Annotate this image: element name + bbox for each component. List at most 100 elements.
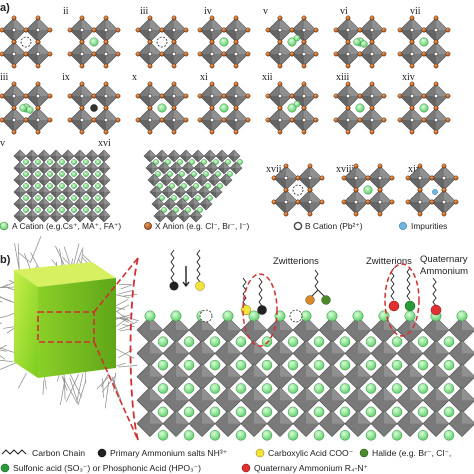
- a-cation: [183, 336, 195, 347]
- unit-cell: [341, 163, 395, 217]
- a-cation: [83, 207, 89, 213]
- octahedron-facet: [224, 120, 236, 132]
- slab-facet: [462, 340, 474, 354]
- ligand-hair: [101, 374, 117, 393]
- unit-cell: [333, 15, 387, 69]
- octahedron-facet: [44, 162, 50, 168]
- x-anion: [345, 129, 351, 135]
- a-cation: [417, 383, 429, 394]
- ligand-hair: [0, 296, 12, 302]
- b-cation: [103, 93, 109, 99]
- x-anion: [301, 15, 307, 21]
- x-anion: [91, 27, 97, 33]
- unit-cell: [397, 15, 451, 69]
- x-anion: [341, 175, 347, 181]
- octahedron-facet: [70, 96, 82, 108]
- unit-cell: [265, 81, 319, 135]
- legend-x-anion: X Anion (e.g. Cl⁻, Br⁻, I⁻): [155, 221, 249, 231]
- x-anion: [433, 63, 439, 69]
- defect-unit-cells: [0, 15, 459, 223]
- x-anion: [397, 93, 403, 99]
- a-cation: [157, 359, 169, 371]
- x-anion: [433, 81, 439, 87]
- quaternary-ammonium: [430, 304, 442, 316]
- legend-carbon-chain: Carbon Chain: [32, 448, 85, 458]
- octahedron-facet: [218, 168, 224, 174]
- octahedron-facet: [106, 18, 118, 30]
- x-anion: [11, 81, 17, 87]
- legend-b: Carbon Chain Primary Ammonium salts NH³⁺…: [0, 448, 451, 473]
- cube-front-face: [14, 270, 38, 378]
- octahedron-facet: [50, 156, 56, 162]
- a-cation: [213, 159, 219, 165]
- x-anion: [147, 39, 153, 45]
- a-cation: [219, 37, 229, 47]
- b-cation: [417, 199, 423, 205]
- x-anion: [445, 117, 451, 123]
- b-cation: [233, 117, 239, 123]
- octahedron-facet: [180, 186, 186, 192]
- carbon-chain: [406, 267, 411, 301]
- octahedron-facet: [82, 108, 94, 120]
- octahedron-facet: [368, 178, 380, 190]
- octahedron-facet: [94, 30, 106, 42]
- defect-label: iii: [140, 6, 149, 17]
- x-anion: [307, 187, 313, 193]
- octahedron-facet: [236, 42, 248, 54]
- x-anion: [445, 27, 451, 33]
- a-cation: [287, 359, 299, 371]
- zwitterion-highlight-1: [242, 273, 278, 347]
- x-anion: [209, 81, 215, 87]
- slab-facet: [306, 410, 319, 424]
- octahedron-facet: [82, 42, 94, 54]
- octahedron-facet: [86, 216, 92, 222]
- x-anion: [409, 129, 415, 135]
- b-cation: [369, 117, 375, 123]
- b-cation: [11, 51, 17, 57]
- x-anion: [277, 39, 283, 45]
- x-anion: [67, 51, 73, 57]
- x-anion: [381, 93, 387, 99]
- x-anion: [301, 63, 307, 69]
- octahedron-facet: [164, 204, 170, 210]
- x-anion: [441, 187, 447, 193]
- octahedron-facet: [104, 174, 110, 180]
- unit-cell: [397, 81, 451, 135]
- a-cation: [404, 310, 416, 322]
- octahedron-facet: [74, 204, 80, 210]
- a-cation: [203, 171, 209, 177]
- octahedron-facet: [106, 84, 118, 96]
- octahedron-facet: [38, 84, 50, 96]
- x-anion: [135, 51, 141, 57]
- x-anion: [103, 39, 109, 45]
- ligand-hair: [0, 362, 16, 370]
- x-anion: [369, 63, 375, 69]
- octahedron-facet: [80, 186, 86, 192]
- octahedron-facet: [356, 190, 368, 202]
- octahedron-facet: [198, 150, 204, 156]
- octahedron-facet: [184, 210, 190, 216]
- octahedron-facet: [68, 174, 74, 180]
- octahedron-facet: [234, 150, 240, 156]
- octahedron-facet: [336, 30, 348, 42]
- x-anion: [295, 199, 301, 205]
- legend-b-cation: B Cation (Pb²⁺): [305, 221, 363, 231]
- b-cation: [103, 117, 109, 123]
- a-cation: [293, 34, 301, 42]
- x-anion: [67, 117, 73, 123]
- octahedron-facet: [360, 54, 372, 66]
- b-cation: [353, 175, 359, 181]
- impurity: [432, 189, 438, 195]
- ligand-hair: [104, 381, 110, 409]
- a-cation: [47, 183, 53, 189]
- octahedron-facet: [444, 190, 456, 202]
- a-cation: [197, 207, 203, 213]
- octahedron-facet: [174, 108, 186, 120]
- ligand-hair: [2, 282, 15, 288]
- x-anion: [433, 15, 439, 21]
- carbon-chain: [258, 277, 263, 307]
- sulfonic-icon: [0, 463, 10, 473]
- octahedron-facet: [286, 166, 298, 178]
- slab-facet: [410, 340, 423, 354]
- primary-ammonium: [257, 305, 267, 315]
